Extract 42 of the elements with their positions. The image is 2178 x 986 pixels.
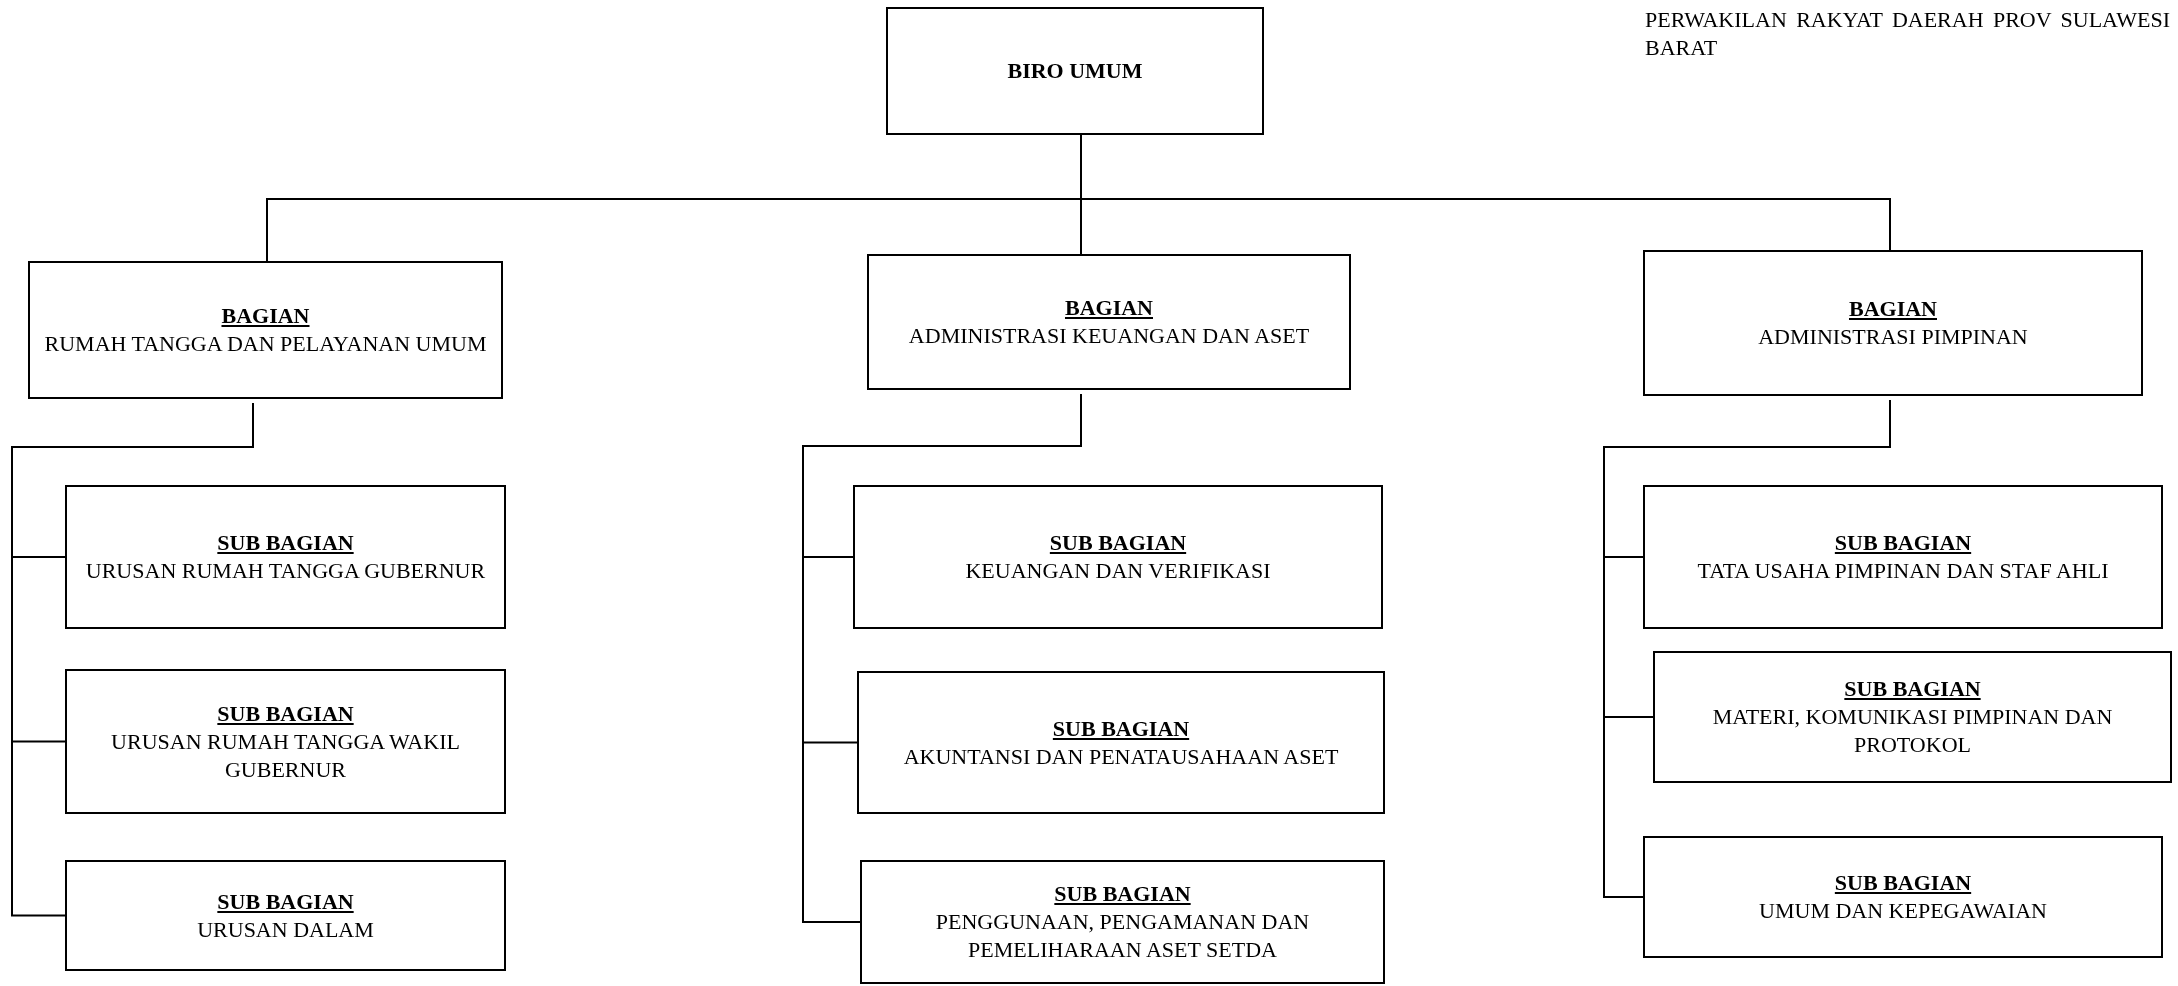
- org-box: [65, 669, 506, 814]
- org-box: [1643, 485, 2163, 629]
- unit-name: URUSAN DALAM: [197, 915, 374, 944]
- org-box: [867, 254, 1351, 390]
- unit-name: KEUANGAN DAN VERIFIKASI: [965, 557, 1271, 585]
- unit-name: AKUNTANSI DAN PENATAUSAHAAN ASET: [903, 742, 1339, 771]
- unit-heading: SUB BAGIAN: [1052, 714, 1190, 743]
- unit-heading: BAGIAN: [1849, 295, 1937, 323]
- connector-line: [11, 402, 254, 917]
- unit-name: ADMINISTRASI KEUANGAN DAN ASET: [908, 322, 1310, 350]
- unit-heading: SUB BAGIAN: [1049, 529, 1187, 557]
- unit-name: PENGGUNAAN, PENGAMANAN DAN PEMELIHARAAN ASET SETDA: [934, 908, 1311, 964]
- org-box: [1643, 836, 2163, 958]
- header-note: PERWAKILAN RAKYAT DAERAH PROV SULAWESI BARAT: [1645, 6, 2170, 62]
- unit-heading: SUB BAGIAN: [1834, 869, 1972, 897]
- unit-heading: SUB BAGIAN: [1844, 675, 1981, 703]
- unit-name: ADMINISTRASI PIMPINAN: [1758, 323, 2028, 351]
- unit-heading: SUB BAGIAN: [217, 529, 354, 557]
- unit-heading: SUB BAGIAN: [217, 887, 354, 916]
- org-box: [28, 261, 503, 399]
- org-box: [1643, 250, 2143, 396]
- org-box: [860, 860, 1385, 984]
- unit-name: BIRO UMUM: [1007, 57, 1143, 85]
- org-box: [857, 671, 1385, 814]
- unit-name: UMUM DAN KEPEGAWAIAN: [1759, 897, 2047, 925]
- org-box: [886, 7, 1264, 135]
- org-box: [853, 485, 1383, 629]
- unit-name: RUMAH TANGGA DAN PELAYANAN UMUM: [44, 330, 487, 358]
- unit-heading: SUB BAGIAN: [217, 699, 354, 728]
- unit-name: MATERI, KOMUNIKASI PIMPINAN DAN PROTOKOL: [1711, 703, 2114, 759]
- org-box: [1653, 651, 2172, 783]
- connector-line: [802, 393, 1082, 923]
- unit-heading: BAGIAN: [1065, 294, 1153, 322]
- org-box: [65, 860, 506, 971]
- unit-name: TATA USAHA PIMPINAN DAN STAF AHLI: [1697, 557, 2109, 585]
- org-box: [65, 485, 506, 629]
- unit-heading: BAGIAN: [221, 302, 310, 330]
- unit-name: URUSAN RUMAH TANGGA GUBERNUR: [85, 557, 486, 585]
- unit-name: URUSAN RUMAH TANGGA WAKIL GUBERNUR: [110, 727, 461, 784]
- unit-heading: SUB BAGIAN: [1834, 529, 1972, 557]
- unit-heading: SUB BAGIAN: [1054, 880, 1191, 908]
- connector-line: [1603, 399, 1891, 898]
